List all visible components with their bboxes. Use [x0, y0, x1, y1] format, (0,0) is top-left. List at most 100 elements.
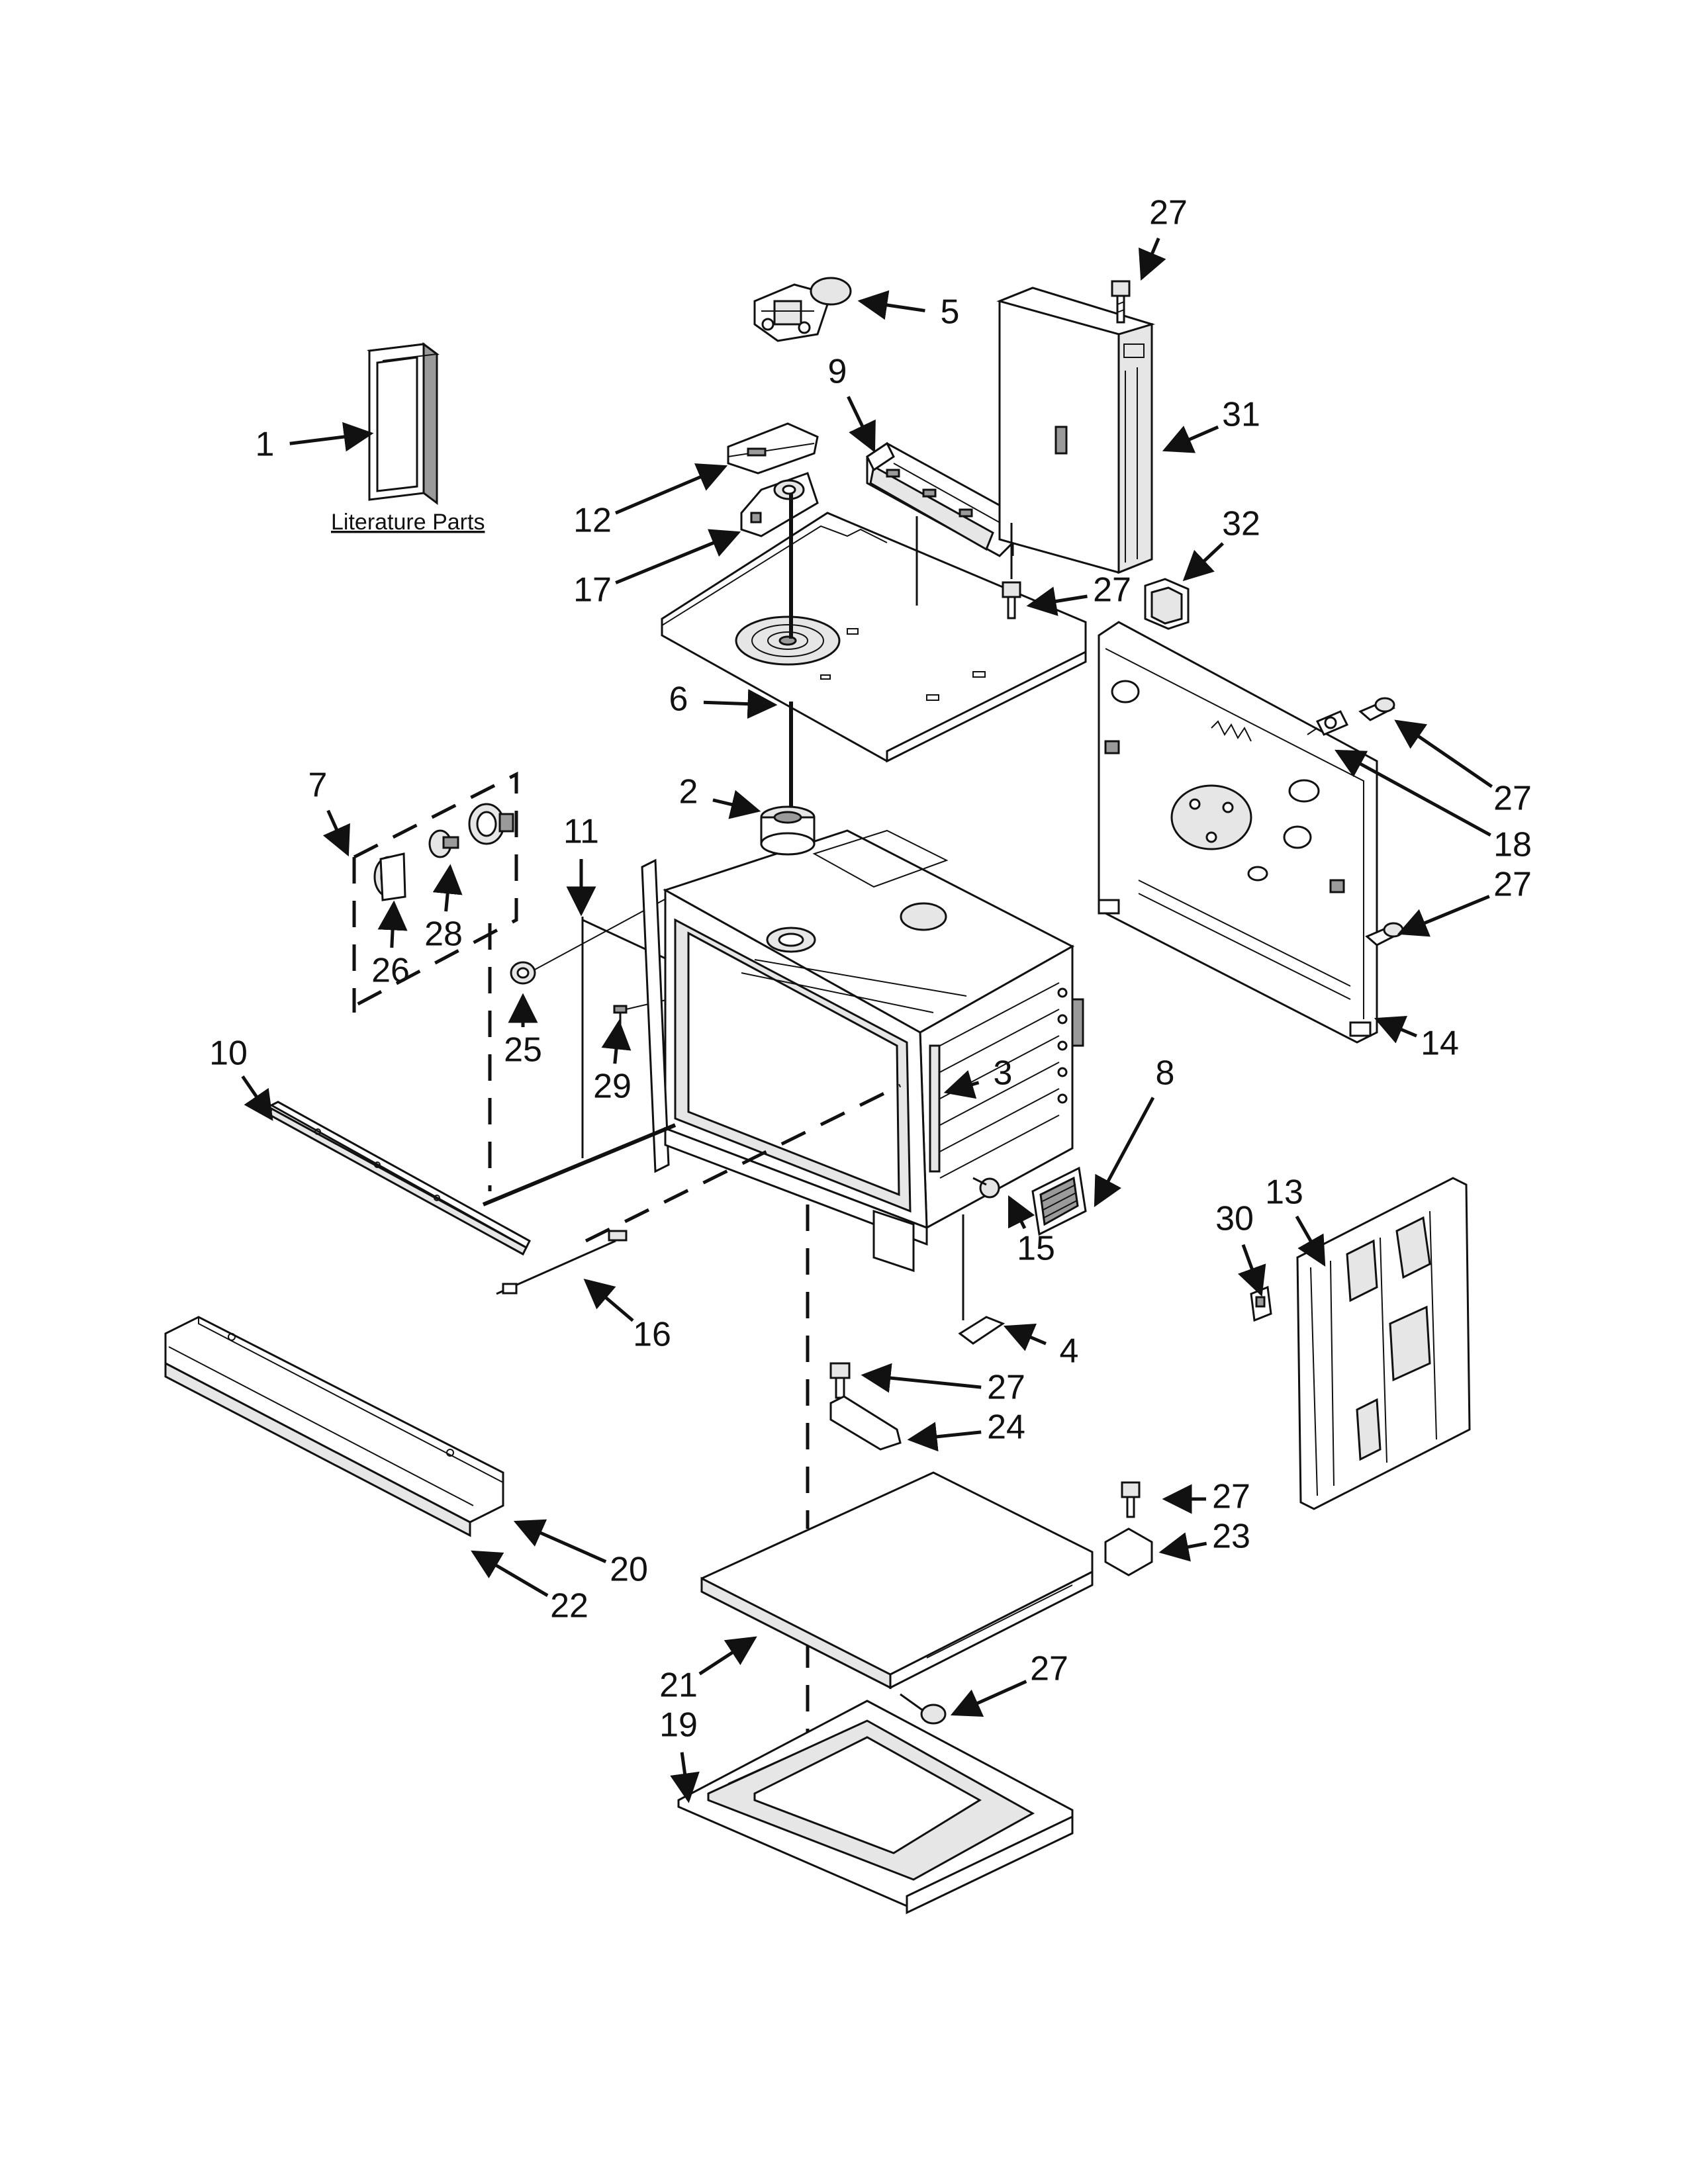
callout-label-c25: 25 — [504, 1031, 542, 1069]
callout-arrow-c10 — [241, 1075, 273, 1121]
callout-arrow-c20 — [513, 1519, 607, 1563]
callout-arrow-c32 — [1182, 542, 1225, 582]
callout-label-c18: 18 — [1493, 826, 1532, 864]
callout-label-c27a: 27 — [1149, 194, 1188, 232]
callout-label-c27f: 27 — [1212, 1478, 1250, 1516]
callout-arrow-c7 — [322, 809, 350, 857]
literature-booklet — [367, 342, 440, 505]
callout-label-c12: 12 — [573, 502, 612, 540]
callout-arrow-c14 — [1374, 1015, 1417, 1044]
screw-27-mid — [1002, 581, 1021, 619]
bracket-32 — [1144, 578, 1190, 630]
callout-arrow-c27e — [861, 1363, 982, 1393]
callout-label-c29: 29 — [593, 1068, 632, 1106]
screw-27-bottom — [900, 1693, 947, 1725]
callout-label-c26: 26 — [371, 952, 410, 990]
callout-label-c23: 23 — [1212, 1518, 1250, 1556]
callout-arrow-c26 — [377, 900, 408, 948]
bracket-17 — [740, 472, 819, 537]
rear-panel-14 — [1098, 621, 1378, 1044]
callout-arrow-c30 — [1238, 1244, 1266, 1297]
callout-arrow-c9 — [847, 396, 876, 453]
callout-label-c15: 15 — [1017, 1230, 1055, 1268]
bracket-4 — [958, 1214, 1006, 1345]
callout-label-c31: 31 — [1222, 396, 1260, 434]
callout-arrow-c2 — [712, 790, 761, 819]
callout-label-c27g: 27 — [1030, 1650, 1068, 1688]
callout-arrow-c12 — [614, 463, 728, 515]
oven-cavity — [641, 829, 1084, 1273]
rail-20 — [164, 1316, 504, 1524]
sensor-bracket-18 — [1307, 710, 1349, 736]
vent-duct — [866, 441, 1021, 557]
latch-motor-assembly — [753, 277, 852, 342]
callout-arrow-c19 — [670, 1752, 700, 1803]
callout-arrow-c5 — [857, 290, 925, 320]
callout-arrow-c27c — [1394, 719, 1493, 788]
callout-arrow-c29 — [601, 1019, 632, 1064]
callout-arrow-c23 — [1158, 1532, 1207, 1562]
callout-label-c22: 22 — [550, 1587, 588, 1625]
callout-label-c30: 30 — [1215, 1200, 1254, 1238]
callout-label-c17: 17 — [573, 571, 612, 610]
callout-label-c7: 7 — [308, 766, 328, 805]
callout-arrow-c27a — [1138, 238, 1166, 281]
callout-label-c27d: 27 — [1493, 866, 1532, 904]
trim-rail-10 — [269, 1101, 531, 1256]
callout-arrow-c28 — [432, 864, 463, 912]
bottom-panel-21 — [700, 1471, 1094, 1690]
callout-label-c1: 1 — [256, 426, 275, 464]
callout-arrow-c16 — [583, 1279, 634, 1322]
bracket-23 — [1104, 1527, 1153, 1576]
callout-label-c27c: 27 — [1493, 780, 1532, 818]
callout-label-c27b: 27 — [1093, 571, 1131, 610]
convection-fan-2 — [760, 805, 816, 856]
rail-22 — [164, 1361, 471, 1537]
callout-arrow-c15 — [1008, 1195, 1035, 1230]
callout-label-c20: 20 — [610, 1551, 648, 1589]
knob-group-7 — [352, 771, 518, 1013]
callout-arrow-c31 — [1162, 425, 1219, 453]
callout-arrow-c1 — [289, 422, 374, 452]
callout-arrow-c27b — [1026, 586, 1088, 616]
callout-label-c21: 21 — [659, 1666, 698, 1705]
callout-label-c11: 11 — [563, 813, 599, 851]
callout-arrow-c27g — [950, 1680, 1027, 1717]
probe-16 — [496, 1230, 628, 1295]
callout-arrow-c22 — [471, 1550, 549, 1597]
literature-caption: Literature Parts — [331, 510, 485, 535]
callout-arrow-c27d — [1397, 895, 1490, 937]
callout-label-c9: 9 — [828, 353, 847, 391]
side-panel-13 — [1296, 1177, 1471, 1510]
callout-label-c13: 13 — [1265, 1173, 1303, 1212]
callout-label-c32: 32 — [1222, 505, 1260, 543]
bracket-24 — [829, 1395, 902, 1451]
callout-label-c5: 5 — [941, 293, 960, 332]
callout-label-c6: 6 — [669, 680, 688, 719]
callout-label-c3: 3 — [994, 1054, 1013, 1093]
callout-arrow-c21 — [698, 1636, 757, 1676]
callout-label-c8: 8 — [1156, 1054, 1175, 1093]
vent-grille-8 — [1031, 1166, 1087, 1236]
callout-arrow-c8 — [1094, 1097, 1155, 1207]
callout-label-c14: 14 — [1421, 1024, 1459, 1063]
bottom-tray-19 — [677, 1700, 1074, 1915]
callout-label-c2: 2 — [679, 773, 698, 811]
callout-label-c27e: 27 — [987, 1369, 1025, 1407]
callout-arrow-c6 — [703, 689, 778, 719]
callout-arrow-c13 — [1295, 1215, 1326, 1267]
screw-27-bottom-left — [829, 1362, 851, 1399]
top-panel — [661, 512, 1087, 763]
callout-labels: 1234567891011121314151617181920212223242… — [209, 194, 1532, 1745]
clip-30 — [1250, 1285, 1272, 1322]
callout-label-c10: 10 — [209, 1034, 248, 1073]
callout-label-c16: 16 — [633, 1316, 671, 1354]
callout-arrow-c4 — [1003, 1323, 1047, 1351]
callout-label-c4: 4 — [1060, 1332, 1079, 1371]
callout-label-c19: 19 — [659, 1706, 698, 1745]
callout-label-c24: 24 — [987, 1408, 1025, 1447]
callout-arrow-c17 — [615, 529, 741, 584]
screw-27-top — [1111, 280, 1131, 324]
callout-arrow-c24 — [907, 1422, 982, 1452]
